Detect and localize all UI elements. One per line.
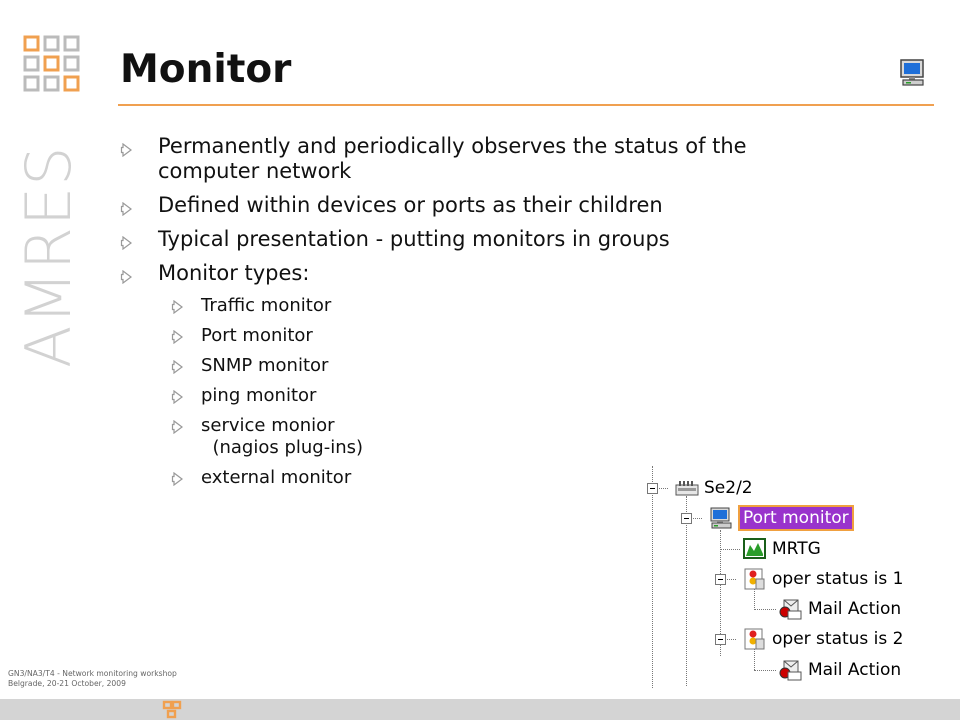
hollow-arrow-bullet-icon [171,328,185,345]
tree-node-label: Se2/2 [704,478,753,498]
sub-bullet-item: external monitor [120,467,860,489]
bullet-text: (nagios plug-ins) [201,437,364,458]
bullet-text: Port monitor [201,325,313,346]
bullet-text: Permanently and periodically observes th… [158,134,747,158]
interlocking-squares-logo-icon [23,35,80,92]
hollow-arrow-bullet-icon [171,298,185,315]
bullet-item: Monitor types: [120,261,860,286]
computer-monitor-icon [900,59,924,86]
brand-vertical-text: AMRES [12,145,85,368]
bullet-text: external monitor [201,467,352,488]
hollow-arrow-bullet-icon [171,470,185,487]
tree-connector [720,639,736,640]
mail-action-icon [778,658,804,682]
tree-connector [686,496,687,686]
bottom-bar [0,699,960,720]
tree-node-label: Mail Action [808,660,902,680]
bullet-text: ping monitor [201,385,317,406]
bottom-logo-mark-icon [162,700,182,719]
footer-date: Belgrade, 20-21 October, 2009 [8,679,126,688]
hollow-arrow-bullet-icon [120,265,134,285]
bullet-text: Monitor types: [158,261,310,285]
hollow-arrow-bullet-icon [171,418,185,435]
tree-collapse-toggle[interactable] [715,574,726,585]
sub-bullet-item: ping monitor [120,385,860,407]
tree-node-label: Mail Action [808,599,902,619]
tree-collapse-toggle[interactable] [715,634,726,645]
sub-bullet-item: Traffic monitor [120,295,860,317]
computer-monitor-icon [708,506,734,530]
hollow-arrow-bullet-icon [171,358,185,375]
bullet-item: Defined within devices or ports as their… [120,193,860,218]
tree-connector [754,609,776,610]
tree-connector [754,584,755,610]
tree-node-label: Port monitor [738,505,854,531]
hollow-arrow-bullet-icon [120,197,134,217]
bullet-text: Defined within devices or ports as their… [158,193,663,217]
bullet-text: Traffic monitor [201,295,332,316]
hollow-arrow-bullet-icon [171,388,185,405]
bullet-item: Permanently and periodically observes th… [120,134,860,184]
status-traffic-light-icon [742,627,768,651]
bullet-item: Typical presentation - putting monitors … [120,227,860,252]
tree-connector [720,549,740,550]
tree-connector [720,579,736,580]
sub-bullet-item: SNMP monitor [120,355,860,377]
tree-connector [754,670,776,671]
sub-bullet-item: service monior (nagios plug-ins) [120,415,860,459]
tree-connector [720,530,721,656]
tree-connector [652,466,653,688]
mrtg-graph-icon [742,537,768,561]
bullet-text: service monior [201,415,335,436]
tree-node-label: oper status is 1 [772,569,904,589]
tree-connector [686,518,702,519]
tree-connector [652,488,668,489]
bullet-list: Permanently and periodically observes th… [120,134,860,497]
hollow-arrow-bullet-icon [120,138,134,158]
hollow-arrow-bullet-icon [120,231,134,251]
bullet-text: computer network [158,159,352,183]
tree-node-label: oper status is 2 [772,629,904,649]
bullet-text: SNMP monitor [201,355,329,376]
tree-collapse-toggle[interactable] [647,483,658,494]
tree-connector [754,644,755,670]
tree-collapse-toggle[interactable] [681,513,692,524]
title-divider [118,104,934,106]
sub-bullet-item: Port monitor [120,325,860,347]
status-traffic-light-icon [742,567,768,591]
bullet-text: Typical presentation - putting monitors … [158,227,670,251]
slide-title: Monitor [120,47,292,92]
network-port-icon [674,476,700,500]
tree-node-label: MRTG [772,539,821,559]
footer: GN3/NA3/T4 - Network monitoring workshop… [8,669,177,689]
footer-workshop: GN3/NA3/T4 - Network monitoring workshop [8,669,177,678]
mail-action-icon [778,597,804,621]
